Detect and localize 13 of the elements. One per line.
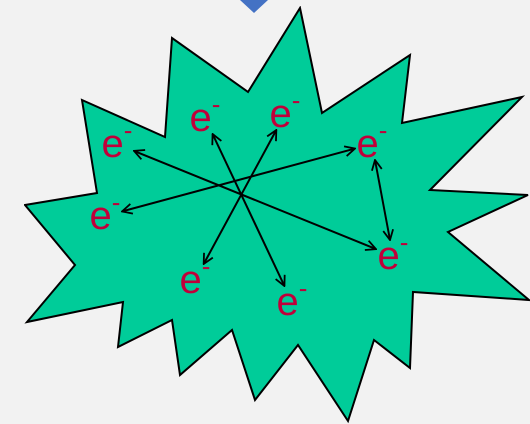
electron-symbol: e$^{-}$ [90,196,120,236]
double-arrow [133,149,377,251]
electron-symbol: e$^{-}$ [356,124,388,164]
electron-symbol: e$^{-}$ [180,260,210,300]
double-arrow [202,129,278,265]
electron-symbol: e$^{-}$ [270,94,300,134]
electron-symbol: e$^{-}$ [190,98,220,138]
double-arrow [371,159,394,241]
double-arrow [121,145,356,215]
electron-symbol: e$^{-}$ [102,124,132,164]
electron-symbol: e$^{-}$ [276,282,308,322]
electron-symbol: e$^{-}$ [378,236,408,276]
double-arrow [211,133,286,287]
